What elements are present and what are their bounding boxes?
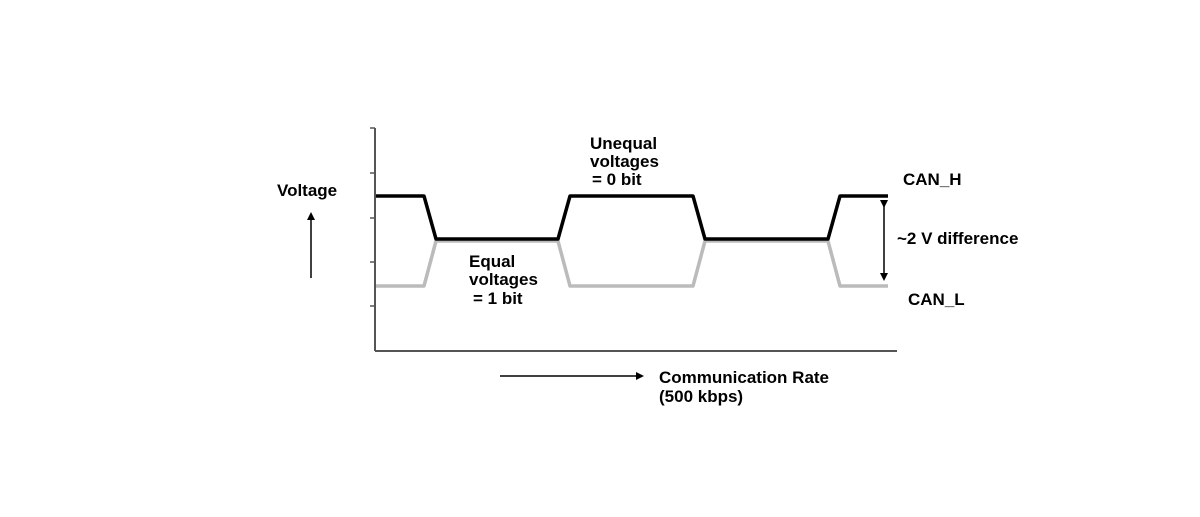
can-l-label: CAN_L (908, 290, 965, 309)
can-h-label: CAN_H (903, 170, 962, 189)
equal-voltages-line3: = 1 bit (473, 289, 523, 308)
unequal-voltages-line1: Unequal (590, 134, 657, 153)
unequal-voltages-line3: = 0 bit (592, 170, 642, 189)
equal-voltages-line2: voltages (469, 270, 538, 289)
equal-voltages-line1: Equal (469, 252, 515, 271)
y-axis-label: Voltage (277, 181, 337, 200)
can-l-waveform (376, 239, 888, 288)
axes (370, 127, 897, 352)
x-axis-label-line1: Communication Rate (659, 368, 829, 387)
difference-label: ~2 V difference (897, 229, 1018, 248)
x-axis-label-line2: (500 kbps) (659, 387, 743, 406)
can-h-waveform (376, 194, 888, 241)
unequal-voltages-line2: voltages (590, 152, 659, 171)
